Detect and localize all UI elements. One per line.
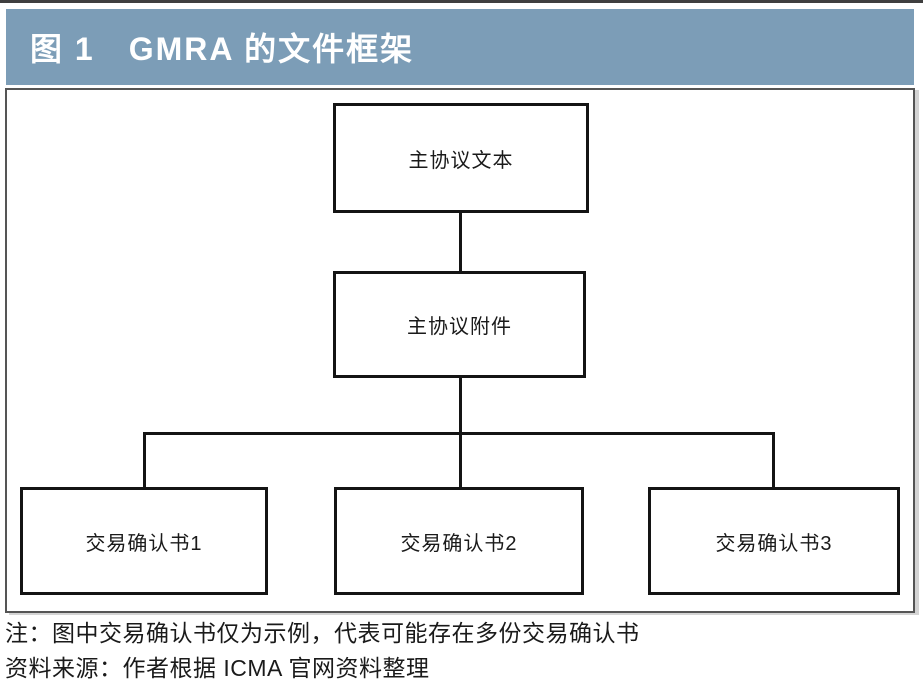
node-transaction-confirmation-2-label: 交易确认书2 [400,532,518,555]
figure-source-note: 资料来源：作者根据 ICMA 官网资料整理 [5,655,430,681]
connector-root-to-annex [459,213,462,271]
node-master-agreement-annex: 主协议附件 [333,271,586,378]
connector-branch-to-confirmation-1 [143,435,146,487]
node-master-agreement-annex-label: 主协议附件 [407,316,512,338]
figure-note: 注：图中交易确认书仅为示例，代表可能存在多份交易确认书 [5,620,640,646]
top-divider-rule [0,0,923,3]
figure-title: 图 1 GMRA 的文件框架 [30,31,415,67]
node-transaction-confirmation-1: 交易确认书1 [20,487,268,595]
node-transaction-confirmation-3-label: 交易确认书3 [715,532,833,555]
node-transaction-confirmation-2: 交易确认书2 [334,487,584,595]
figure-header-bar: 图 1 GMRA 的文件框架 [6,9,914,85]
node-transaction-confirmation-1-label: 交易确认书1 [85,532,203,555]
connector-branch-to-confirmation-3 [772,435,775,487]
node-master-agreement-text-label: 主协议文本 [408,149,514,172]
node-transaction-confirmation-3: 交易确认书3 [648,487,900,595]
connector-horizontal-branch [143,432,775,435]
node-master-agreement-text: 主协议文本 [333,103,589,213]
